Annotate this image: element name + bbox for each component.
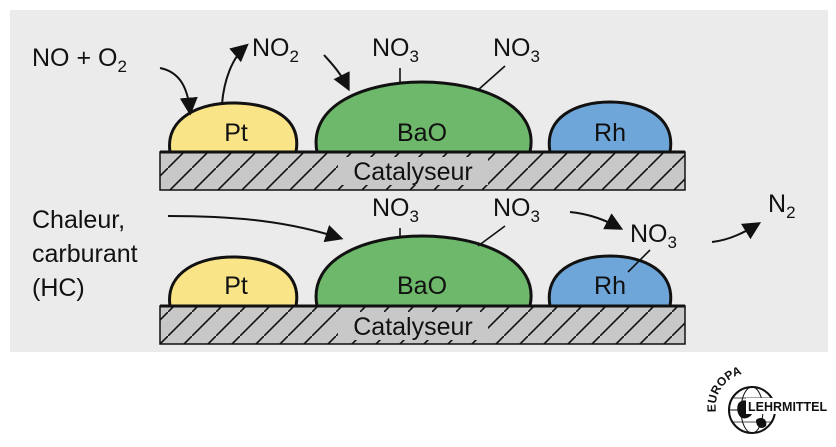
bottom-no3-label-a: NO3 — [372, 194, 419, 226]
bottom-pt-blob — [168, 255, 299, 308]
top-bao-label: BaO — [397, 119, 447, 147]
top-pt-blob — [168, 101, 299, 154]
logo-name-bg — [746, 398, 828, 414]
bottom-input-line3: (HC) — [32, 274, 85, 302]
bottom-pt-label: Pt — [224, 272, 248, 300]
top-arrow-no2-to-bao — [323, 54, 350, 92]
top-leader-no3-b — [477, 65, 506, 91]
bottom-input-line2: carburant — [32, 240, 138, 268]
top-no2-label: NO2 — [252, 34, 299, 66]
top-arrow-pt-to-no2 — [221, 43, 249, 105]
bottom-arrow-no3b-to-no3c — [569, 211, 624, 230]
top-panel: Catalyseur Pt BaO Rh NO + O2 NO2 NO3 NO3 — [32, 34, 686, 191]
top-pt-label: Pt — [224, 119, 248, 147]
bottom-n2-label: N2 — [768, 190, 796, 222]
bottom-rh-blob — [547, 254, 673, 308]
bottom-bao-label: BaO — [397, 272, 447, 300]
top-no3-label-a: NO3 — [372, 34, 419, 66]
bottom-substrate-label-bg — [338, 312, 488, 340]
bottom-input-line1: Chaleur, — [32, 206, 125, 234]
bottom-rh-label: Rh — [594, 272, 626, 300]
logo-name-text: LEHRMITTEL — [748, 400, 828, 414]
top-bao-blob — [314, 80, 533, 154]
top-no3-label-b: NO3 — [493, 34, 540, 66]
top-rh-label: Rh — [594, 119, 626, 147]
europa-lehrmittel-logo: EUROPA LEHRMITTEL — [705, 363, 828, 434]
bottom-leader-no3-b — [477, 225, 506, 247]
bottom-substrate-label: Catalyseur — [353, 313, 473, 341]
top-substrate-label: Catalyseur — [353, 158, 473, 186]
bottom-arrow-input-to-bao — [167, 215, 344, 243]
top-arrow-reactant-to-pt — [159, 67, 198, 116]
bottom-leader-no3-c — [627, 249, 651, 273]
bottom-arrow-no3c-to-n2 — [711, 222, 762, 243]
top-rh-blob — [547, 100, 673, 154]
bottom-no3-label-b: NO3 — [493, 194, 540, 226]
bottom-panel: Catalyseur Pt BaO Rh Chaleur, carburant … — [32, 190, 796, 345]
top-reactant-label: NO + O2 — [32, 44, 127, 76]
top-substrate-label-bg — [338, 157, 488, 185]
bottom-bao-blob — [314, 234, 533, 308]
bottom-no3-label-c: NO3 — [630, 220, 677, 252]
